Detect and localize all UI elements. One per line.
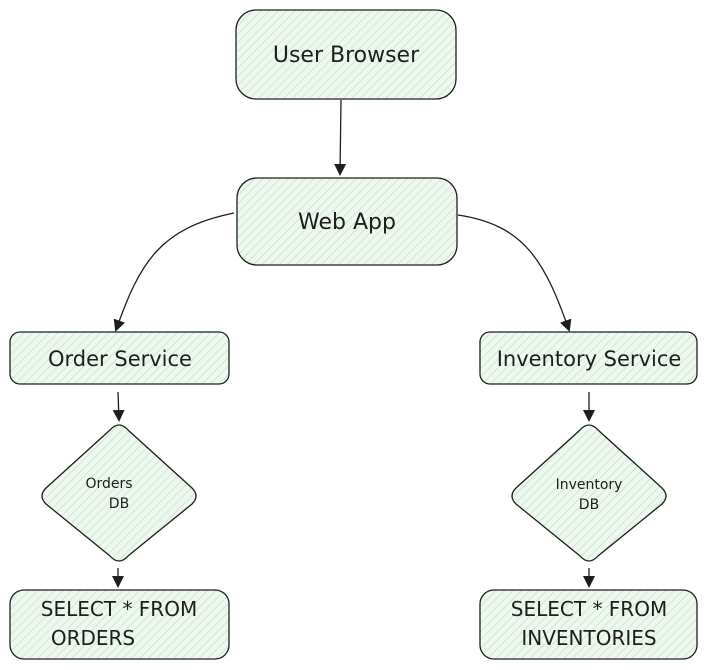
web-app-node[interactable]: Web App xyxy=(236,177,458,266)
orders-query-node[interactable]: SELECT * FROM ORDERS xyxy=(9,589,230,660)
user-browser-label: User Browser xyxy=(273,43,420,68)
inventory-db-label-line2: DB xyxy=(579,497,599,513)
edge-webapp-to-inventory-service xyxy=(457,214,572,332)
inventory-query-line2: INVENTORIES xyxy=(521,626,656,650)
inventory-db-node[interactable]: Inventory DB xyxy=(511,424,667,562)
inventory-db-diamond xyxy=(511,424,667,562)
orders-db-diamond xyxy=(41,424,197,562)
order-service-label: Order Service xyxy=(48,347,192,371)
inventory-service-label: Inventory Service xyxy=(497,347,682,371)
orders-db-label-line2: DB xyxy=(109,496,129,512)
orders-db-label-line1: Orders xyxy=(85,476,132,492)
edge-order-service-to-orders-db xyxy=(112,391,125,422)
user-browser-node[interactable]: User Browser xyxy=(235,9,457,100)
edges xyxy=(112,99,595,588)
inventory-query-node[interactable]: SELECT * FROM INVENTORIES xyxy=(479,589,698,660)
orders-query-line1: SELECT * FROM xyxy=(41,597,197,621)
orders-query-line2: ORDERS xyxy=(51,626,135,650)
edge-browser-to-webapp xyxy=(334,99,347,176)
inventory-db-label-line1: Inventory xyxy=(556,477,623,493)
edge-webapp-to-order-service xyxy=(113,212,235,332)
orders-db-node[interactable]: Orders DB xyxy=(41,424,197,562)
inventory-query-line1: SELECT * FROM xyxy=(511,597,667,621)
web-app-label: Web App xyxy=(298,210,396,235)
order-service-node[interactable]: Order Service xyxy=(9,331,230,385)
inventory-service-node[interactable]: Inventory Service xyxy=(479,331,698,385)
